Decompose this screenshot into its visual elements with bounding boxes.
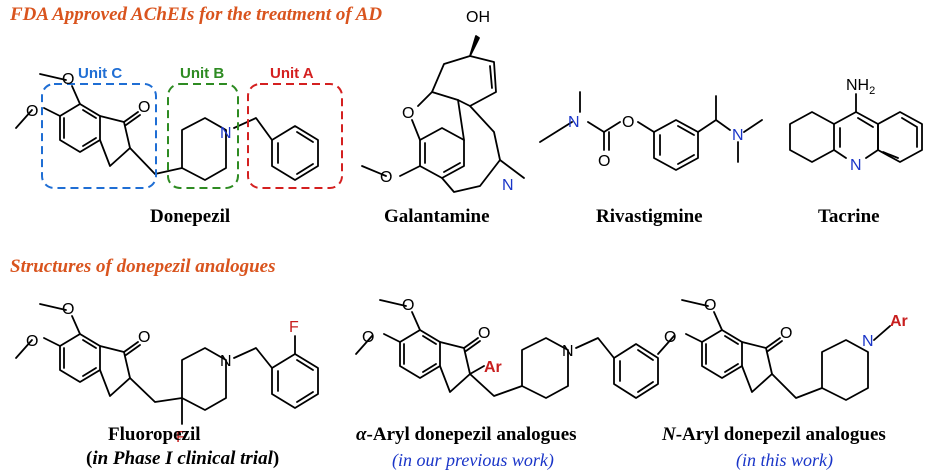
- tacrine-name: Tacrine: [818, 206, 880, 227]
- alpha-aryl-ar-label: Ar: [484, 359, 502, 376]
- donepezil-o2-label: O: [26, 103, 38, 120]
- alpha-aryl-o2-label: O: [362, 329, 374, 346]
- alpha-aryl-note: (in our previous work): [392, 450, 554, 470]
- unit-c-box: [41, 83, 157, 189]
- rivastigmine-structure: [539, 91, 763, 171]
- fluoropezil-name: Fluoropezil: [108, 424, 201, 445]
- fluoropezil-note: (in Phase I clinical trial): [86, 448, 280, 469]
- alpha-aryl-structure: [355, 299, 659, 399]
- galantamine-n-label: N: [502, 177, 514, 194]
- galantamine-structure: [361, 35, 525, 193]
- n-aryl-structure: [657, 299, 891, 401]
- fluoropezil-n-label: N: [220, 353, 232, 370]
- heading-donepezil-analogues: Structures of donepezil analogues: [10, 256, 276, 277]
- tacrine-structure: [789, 93, 923, 163]
- donepezil-o1-label: O: [62, 71, 74, 88]
- n-aryl-ar-label: Ar: [890, 313, 908, 330]
- fluoropezil-o3-label: O: [138, 329, 150, 346]
- alpha-aryl-name: α-Aryl donepezil analogues: [356, 424, 577, 445]
- unit-b-box: [167, 83, 239, 189]
- tacrine-n-label: N: [850, 157, 862, 174]
- tacrine-nh2-label: NH2: [846, 77, 875, 97]
- fluoropezil-o1-label: O: [62, 301, 74, 318]
- alpha-aryl-o3-label: O: [478, 325, 490, 342]
- galantamine-oh-label: OH: [466, 9, 490, 26]
- heading-fda-approved: FDA Approved AChEIs for the treatment of…: [10, 4, 383, 25]
- galantamine-name: Galantamine: [384, 206, 490, 227]
- donepezil-o3-label: O: [138, 99, 150, 116]
- donepezil-structure: [15, 73, 319, 181]
- n-aryl-name: N-Aryl donepezil analogues: [662, 424, 886, 445]
- unit-a-box: [247, 83, 343, 189]
- alpha-aryl-n-label: N: [562, 343, 574, 360]
- rivastigmine-name: Rivastigmine: [596, 206, 703, 227]
- fluoropezil-o2-label: O: [26, 333, 38, 350]
- galantamine-o-bridge-label: O: [402, 105, 414, 122]
- rivastigmine-o-ester-label: O: [622, 114, 634, 131]
- unit-a-label: Unit A: [270, 65, 314, 82]
- unit-b-label: Unit B: [180, 65, 224, 82]
- n-aryl-o1-label: O: [704, 297, 716, 314]
- unit-c-label: Unit C: [78, 65, 122, 82]
- galantamine-o-methoxy-label: O: [380, 169, 392, 186]
- rivastigmine-n1-label: N: [568, 114, 580, 131]
- n-aryl-note: (in this work): [736, 450, 833, 470]
- fluoropezil-f2-label: F: [289, 319, 299, 336]
- alpha-aryl-o1-label: O: [402, 297, 414, 314]
- n-aryl-o3-label: O: [780, 325, 792, 342]
- rivastigmine-n2-label: N: [732, 127, 744, 144]
- fluoropezil-structure: [15, 303, 319, 425]
- rivastigmine-o-carbonyl-label: O: [598, 153, 610, 170]
- n-aryl-n-label: N: [862, 333, 874, 350]
- donepezil-name: Donepezil: [150, 206, 231, 227]
- fluoropezil-f1-label: F: [176, 429, 186, 446]
- donepezil-n-label: N: [220, 125, 232, 142]
- n-aryl-o2-label: O: [664, 329, 676, 346]
